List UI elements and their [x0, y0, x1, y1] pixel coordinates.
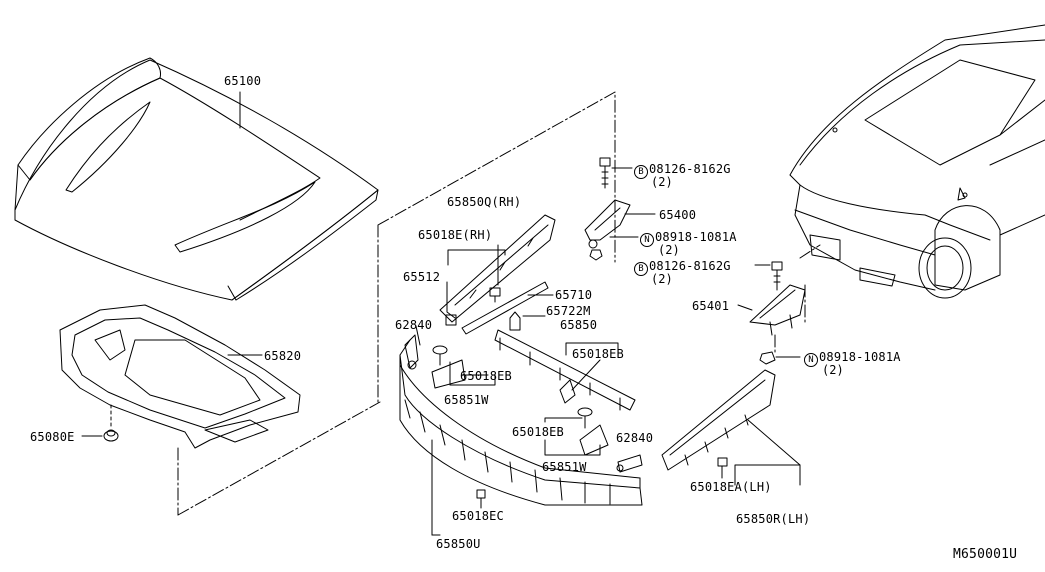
label-hood-insulator: 65820	[264, 349, 302, 363]
label-65850: 65850	[560, 318, 598, 332]
label-clip-eb-2: 65018EB	[460, 369, 512, 383]
hood-insulator	[59, 304, 301, 449]
nut-2-part: 08918-1081A	[819, 350, 901, 364]
nut-2-qty: (2)	[822, 363, 844, 377]
label-62840-right: 62840	[616, 431, 654, 445]
bolt-1-qty: (2)	[651, 175, 673, 189]
seal-lh-bracket	[734, 464, 801, 486]
bolt-1-part: 08126-8162G	[649, 162, 731, 176]
bracket-851w-1	[431, 359, 466, 389]
bolt-2-qty: (2)	[651, 272, 673, 286]
nut-1-qty: (2)	[658, 243, 680, 257]
clip-eb-2	[432, 345, 448, 366]
label-65722m: 65722M	[546, 304, 591, 318]
label-clip-eb-1: 65018EB	[572, 347, 624, 361]
label-bracket-851w-2: 65851W	[542, 460, 587, 474]
clip-65080e	[103, 404, 119, 442]
bolt-1-code: B	[634, 165, 648, 179]
diagram-id: M650001U	[953, 547, 1018, 562]
seal-rh-bracket	[447, 249, 506, 266]
clip-eb-3-leader	[544, 417, 583, 423]
label-65512: 65512	[403, 270, 441, 284]
label-seal-rh: 65850Q(RH)	[447, 195, 522, 209]
bolt-2-code: B	[634, 262, 648, 276]
nut-2	[759, 351, 776, 365]
label-62840-left: 62840	[395, 318, 433, 332]
clip-lh	[717, 457, 728, 479]
hinge-65401	[749, 284, 806, 336]
bracket-851w-2-leader	[544, 439, 601, 456]
strip-65710	[461, 281, 549, 335]
bumper-seal-right	[616, 454, 643, 473]
nut-1-part: 08918-1081A	[655, 230, 737, 244]
bolt-1	[599, 157, 611, 189]
bumper-seal-left	[404, 325, 421, 370]
clip-ec	[476, 489, 486, 509]
label-hood: 65100	[224, 74, 262, 88]
part-65512	[445, 314, 457, 326]
label-clip-lh: 65018EA(LH)	[690, 480, 772, 494]
view-boundary	[177, 91, 616, 516]
label-clip-ec: 65018EC	[452, 509, 504, 523]
clip-eb-3	[577, 407, 593, 429]
label-65710: 65710	[555, 288, 593, 302]
label-seal-u: 65850U	[436, 537, 481, 551]
hinge-65401-leader	[737, 304, 753, 311]
bracket-851w-2	[579, 424, 609, 456]
nut-2-code: N	[804, 353, 818, 367]
label-clip-eb-3: 65018EB	[512, 425, 564, 439]
car-illustration	[789, 24, 1045, 299]
bracket-851w-1-leader	[449, 374, 496, 386]
nut-1	[589, 249, 603, 261]
nut-1-code: N	[640, 233, 654, 247]
label-seal-lh: 65850R(LH)	[736, 512, 811, 526]
clip-rh	[489, 287, 501, 303]
hinge-65400	[584, 199, 631, 249]
label-hinge-65400: 65400	[659, 208, 697, 222]
label-clip-rh: 65018E(RH)	[418, 228, 493, 242]
label-clip-65080e: 65080E	[30, 430, 75, 444]
hinge-boundary	[774, 244, 821, 356]
front-seal-65850u	[399, 339, 643, 506]
seal-65850	[494, 329, 636, 411]
p65512-leader	[446, 281, 456, 319]
label-hinge-65401: 65401	[692, 299, 730, 313]
bolt-2-part: 08126-8162G	[649, 259, 731, 273]
bolt-2	[771, 261, 783, 291]
clip-eb-1	[559, 359, 601, 404]
hood-panel	[14, 57, 379, 301]
seal-rh	[439, 214, 556, 323]
seal-lh	[661, 369, 776, 471]
label-bracket-851w-1: 65851W	[444, 393, 489, 407]
part-65722m	[509, 311, 546, 331]
clip-eb-bracket-1	[565, 342, 619, 356]
